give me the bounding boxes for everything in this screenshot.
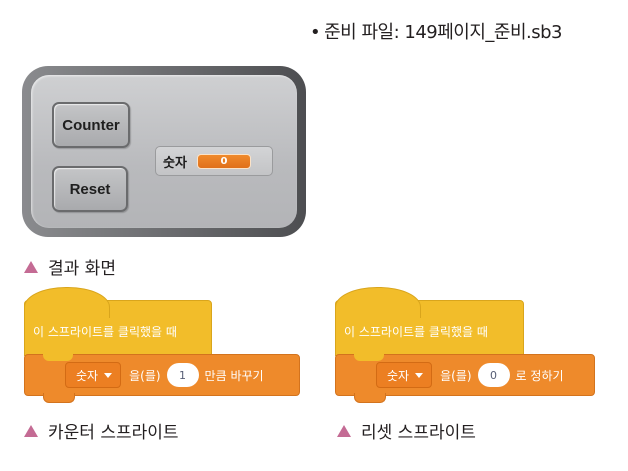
caption-result: 결과 화면	[24, 254, 116, 279]
variable-dropdown[interactable]: 숫자	[376, 362, 433, 388]
variable-monitor: 숫자 0	[155, 146, 273, 176]
bullet-icon: •	[310, 22, 321, 43]
variable-label: 숫자	[163, 155, 187, 171]
caption-reset-text: 리셋 스프라이트	[361, 423, 476, 443]
change-amount-input[interactable]: 1	[166, 363, 199, 387]
caption-counter-sprite: 카운터 스프라이트	[24, 418, 179, 443]
particle-text: 을(를)	[129, 368, 161, 383]
counter-sprite-button[interactable]: Counter	[52, 102, 130, 148]
caption-result-text: 결과 화면	[48, 259, 116, 279]
variable-dropdown[interactable]: 숫자	[65, 362, 122, 388]
reset-sprite-button[interactable]: Reset	[52, 166, 128, 212]
caret-down-icon	[104, 372, 113, 378]
action-text: 만큼 바꾸기	[204, 368, 264, 383]
stage-canvas: Counter Reset 숫자 0	[31, 75, 297, 228]
action-text: 로 정하기	[515, 368, 564, 383]
change-variable-block[interactable]: 숫자 을(를) 1 만큼 바꾸기	[24, 354, 300, 403]
triangle-icon	[337, 424, 351, 437]
set-value-input[interactable]: 0	[477, 363, 510, 387]
triangle-icon	[24, 260, 38, 273]
variable-dropdown-label: 숫자	[387, 368, 410, 383]
variable-dropdown-label: 숫자	[76, 368, 99, 383]
prep-file-note: •준비 파일: 149페이지_준비.sb3	[310, 18, 563, 44]
stage-result-panel: Counter Reset 숫자 0	[22, 66, 306, 237]
set-variable-block[interactable]: 숫자 을(를) 0 로 정하기	[335, 354, 595, 403]
prep-file-text: 준비 파일: 149페이지_준비.sb3	[324, 22, 563, 43]
caption-counter-text: 카운터 스프라이트	[48, 423, 179, 443]
caption-reset-sprite: 리셋 스프라이트	[337, 418, 476, 443]
triangle-icon	[24, 424, 38, 437]
variable-value: 0	[196, 153, 251, 169]
caret-down-icon	[415, 372, 424, 378]
hat-block-text: 이 스프라이트를 클릭했을 때	[33, 325, 177, 339]
when-sprite-clicked-block[interactable]: 이 스프라이트를 클릭했을 때	[335, 287, 524, 356]
particle-text: 을(를)	[440, 368, 472, 383]
when-sprite-clicked-block[interactable]: 이 스프라이트를 클릭했을 때	[24, 287, 212, 356]
hat-block-text: 이 스프라이트를 클릭했을 때	[344, 325, 488, 339]
